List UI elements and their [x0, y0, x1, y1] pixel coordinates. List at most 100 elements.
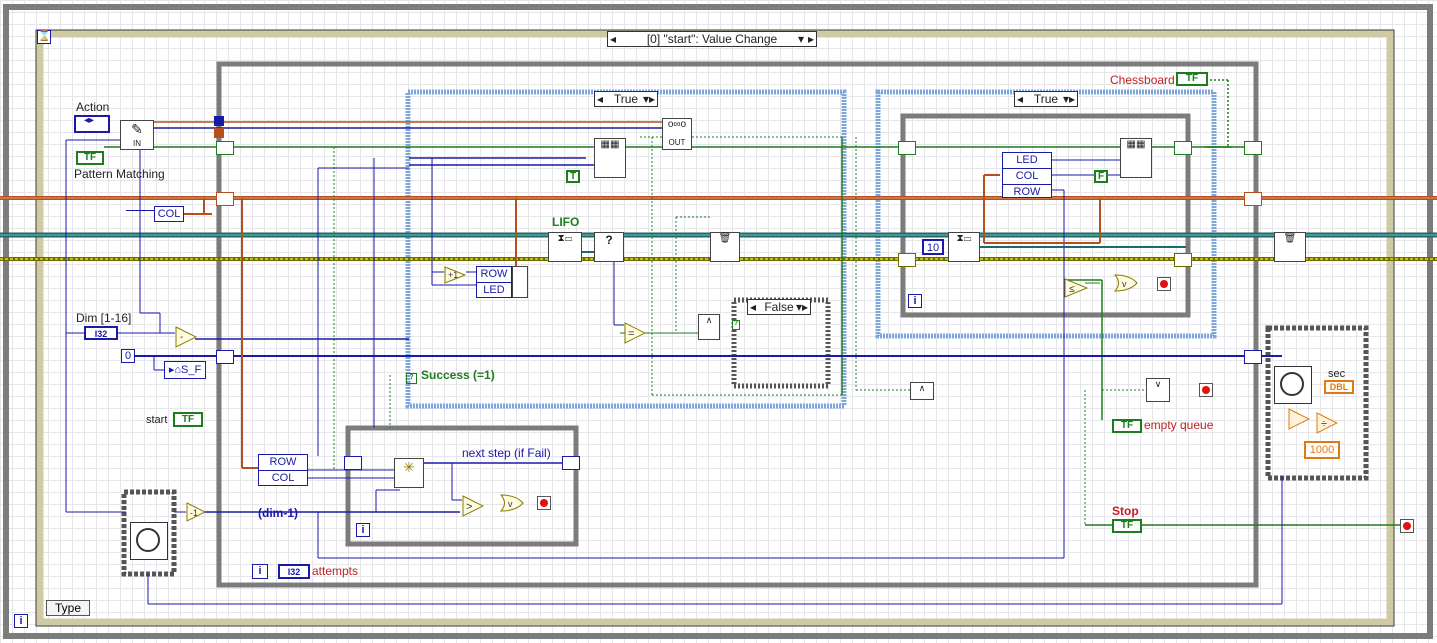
queue-icon: ⧗▭: [557, 233, 573, 244]
lifo-label: LIFO: [552, 215, 580, 229]
next-case-icon[interactable]: ▸: [807, 32, 814, 46]
or-array-icon: ∨: [1154, 379, 1162, 389]
attempts-label: attempts: [312, 564, 359, 578]
or-node: v: [499, 494, 524, 512]
right-col-label: COL: [1003, 169, 1051, 185]
svg-text:÷: ÷: [1321, 418, 1327, 430]
stop-control[interactable]: TF: [1112, 519, 1142, 533]
event-timeout-icon: ⌛: [37, 30, 51, 44]
shift-register-bool-right: [1244, 141, 1262, 155]
pattern-matching-control[interactable]: TF: [76, 151, 104, 165]
outer-while-loop-frame: [3, 4, 1433, 639]
true-constant: T: [566, 170, 580, 183]
divide-node: ÷: [1316, 412, 1339, 434]
chessboard-tf-tag: TF: [1185, 73, 1199, 84]
read-node: ✎ IN: [120, 120, 154, 150]
success-label: ?Success (=1): [406, 368, 495, 384]
enum-icon: ◂▸: [84, 115, 95, 126]
unbundle-led-col-row: LED COL ROW: [1002, 152, 1052, 198]
shift-register-blue: [216, 350, 234, 364]
case-right-label: True: [1033, 92, 1059, 106]
bottom-inner-loop-frame: [345, 425, 579, 547]
or-node-right: v: [1113, 274, 1138, 292]
shift-register-orange: [216, 192, 234, 206]
clock-icon: [136, 528, 160, 552]
right-row-label: ROW: [1013, 186, 1041, 198]
shift-register-yellow-inner-right: [1174, 253, 1192, 267]
inner-iteration-terminal: i: [356, 523, 370, 537]
multiply-node: [1288, 408, 1311, 430]
false-case-frame: [731, 297, 831, 389]
start-tf-tag: TF: [181, 414, 195, 425]
event-case-selector[interactable]: ◂ [0] "start": Value Change ▾ ▸: [607, 31, 817, 47]
event-type-label: Type: [55, 601, 82, 615]
shift-register-orange-right: [1244, 192, 1262, 206]
and-array-node: ∧: [698, 314, 720, 340]
and-bottom-icon: ∧: [918, 383, 926, 393]
start-label: start: [146, 414, 168, 426]
start-control[interactable]: TF: [173, 412, 203, 427]
stop-terminal-outer: [1400, 519, 1414, 533]
dequeue-node: ⧗▭: [948, 232, 980, 262]
sec-control[interactable]: DBL: [1324, 380, 1354, 394]
tf-tag: TF: [83, 152, 97, 163]
empty-queue-tf-tag: TF: [1120, 420, 1134, 431]
build-array-node: [512, 266, 528, 298]
main-loop-frame: [216, 61, 1259, 588]
outer-iteration-terminal: i: [14, 614, 28, 628]
false-label: False: [764, 300, 794, 314]
chessboard-label: Chessboard: [1110, 73, 1175, 87]
col-wire: [126, 210, 154, 211]
prev-icon[interactable]: ◂: [597, 92, 604, 106]
thousand-constant: 1000: [1304, 441, 1340, 459]
shift-register-bool-inner-right: [1174, 141, 1192, 155]
dim-label: Dim [1-16]: [76, 311, 132, 325]
replace-array-node: ▦▦: [594, 138, 626, 178]
case-selector-right[interactable]: ◂ True ▾▸: [1014, 91, 1078, 107]
next-false-icon[interactable]: ▾▸: [795, 300, 808, 314]
chessboard-indicator: TF: [1176, 72, 1208, 86]
stop-terminal-right: [1157, 277, 1171, 291]
wait-timer-left: [130, 522, 168, 560]
dropdown-arrow-icon[interactable]: ▾: [797, 32, 804, 46]
pattern-matching-label: Pattern Matching: [74, 167, 165, 181]
prev-false-icon[interactable]: ◂: [750, 300, 757, 314]
case-structure-left-frame: [405, 89, 847, 409]
and-node-bottom: ∧: [910, 382, 934, 400]
write-node: o∞o OUT: [662, 118, 692, 150]
glasses-icon: o∞o: [667, 119, 687, 130]
wait-timer-right: [1274, 366, 1312, 404]
right-led-label: LED: [1003, 153, 1051, 169]
prev-case-icon[interactable]: ◂: [610, 32, 617, 46]
false-constant: F: [1094, 170, 1108, 183]
bundle-row-label: ROW: [477, 267, 511, 283]
event-type-node: Type: [46, 600, 90, 616]
prev-right-icon[interactable]: ◂: [1017, 92, 1024, 106]
preview-queue-node: ?: [594, 232, 624, 262]
svg-text:+1: +1: [448, 270, 458, 280]
greater-node: >: [462, 495, 485, 517]
or-array-node: ∨: [1146, 378, 1170, 402]
unbundle-col-label: COL: [271, 472, 295, 484]
ten-constant: 10: [922, 239, 944, 255]
case-selector-false[interactable]: ◂ False ▾▸: [747, 299, 811, 315]
dim-minus-one-label: (dim-1): [258, 506, 298, 520]
dim-type: I32: [94, 329, 108, 339]
right-timer-frame: [1265, 325, 1369, 481]
shift-register-inner-loop-right: [562, 456, 580, 470]
shift-register-inner-loop: [344, 456, 362, 470]
attempts-indicator: I32: [278, 564, 310, 579]
sec-label: sec: [1328, 368, 1346, 380]
sf-local: ▸⌂S_F: [164, 361, 206, 379]
equal-node: =: [624, 322, 647, 344]
stop-terminal-queue: [1199, 383, 1213, 397]
right-inner-loop-frame: [900, 113, 1191, 318]
next-icon[interactable]: ▾▸: [642, 92, 655, 106]
case-selector-left[interactable]: ◂ True ▾▸: [594, 91, 658, 107]
next-right-icon[interactable]: ▾▸: [1062, 92, 1075, 106]
next-step-label: next step (if Fail): [462, 446, 551, 460]
left-timer-frame: [121, 489, 177, 577]
dim-control[interactable]: I32: [84, 326, 118, 340]
decrement-node: -1: [186, 502, 207, 522]
action-control[interactable]: ◂▸: [74, 115, 110, 133]
